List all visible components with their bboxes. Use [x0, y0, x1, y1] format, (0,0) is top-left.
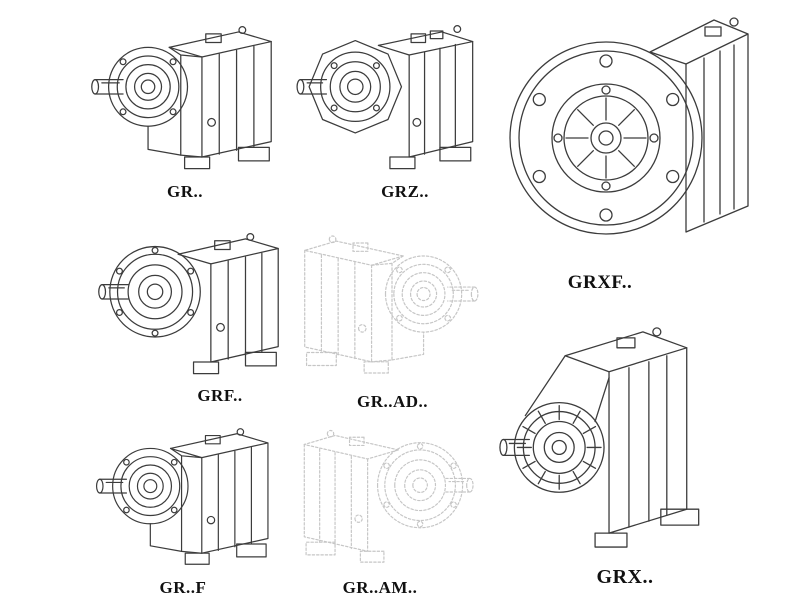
product-label-grz: GRZ.. — [381, 182, 429, 201]
product-label-grxf: GRXF.. — [567, 272, 633, 293]
gearbox-drawing-grf — [92, 210, 297, 388]
gearbox-drawing-gr — [85, 5, 290, 183]
product-label-grf: GRF.. — [197, 386, 243, 405]
figure-grad — [288, 210, 483, 392]
gearbox-drawing-grfoot — [88, 408, 288, 578]
gearbox-drawing-grz — [288, 5, 488, 183]
figure-grf — [92, 210, 297, 388]
figure-grfoot — [88, 408, 288, 578]
product-label-grfoot: GR..F — [159, 578, 207, 597]
gearbox-drawing-gram — [288, 406, 478, 578]
gearbox-drawing-grad — [288, 210, 483, 392]
product-label-grad: GR..AD.. — [356, 392, 429, 411]
product-label-grx: GRX.. — [596, 566, 654, 588]
gearbox-drawing-grx — [495, 298, 735, 562]
product-label-gr: GR.. — [167, 182, 203, 201]
gearbox-drawing-grxf — [500, 0, 790, 268]
figure-grxf — [500, 0, 790, 268]
figure-gr — [85, 5, 290, 183]
product-label-gram: GR..AM.. — [342, 578, 418, 597]
figure-gram — [288, 406, 478, 578]
figure-grz — [288, 5, 488, 183]
figure-grx — [495, 298, 735, 562]
